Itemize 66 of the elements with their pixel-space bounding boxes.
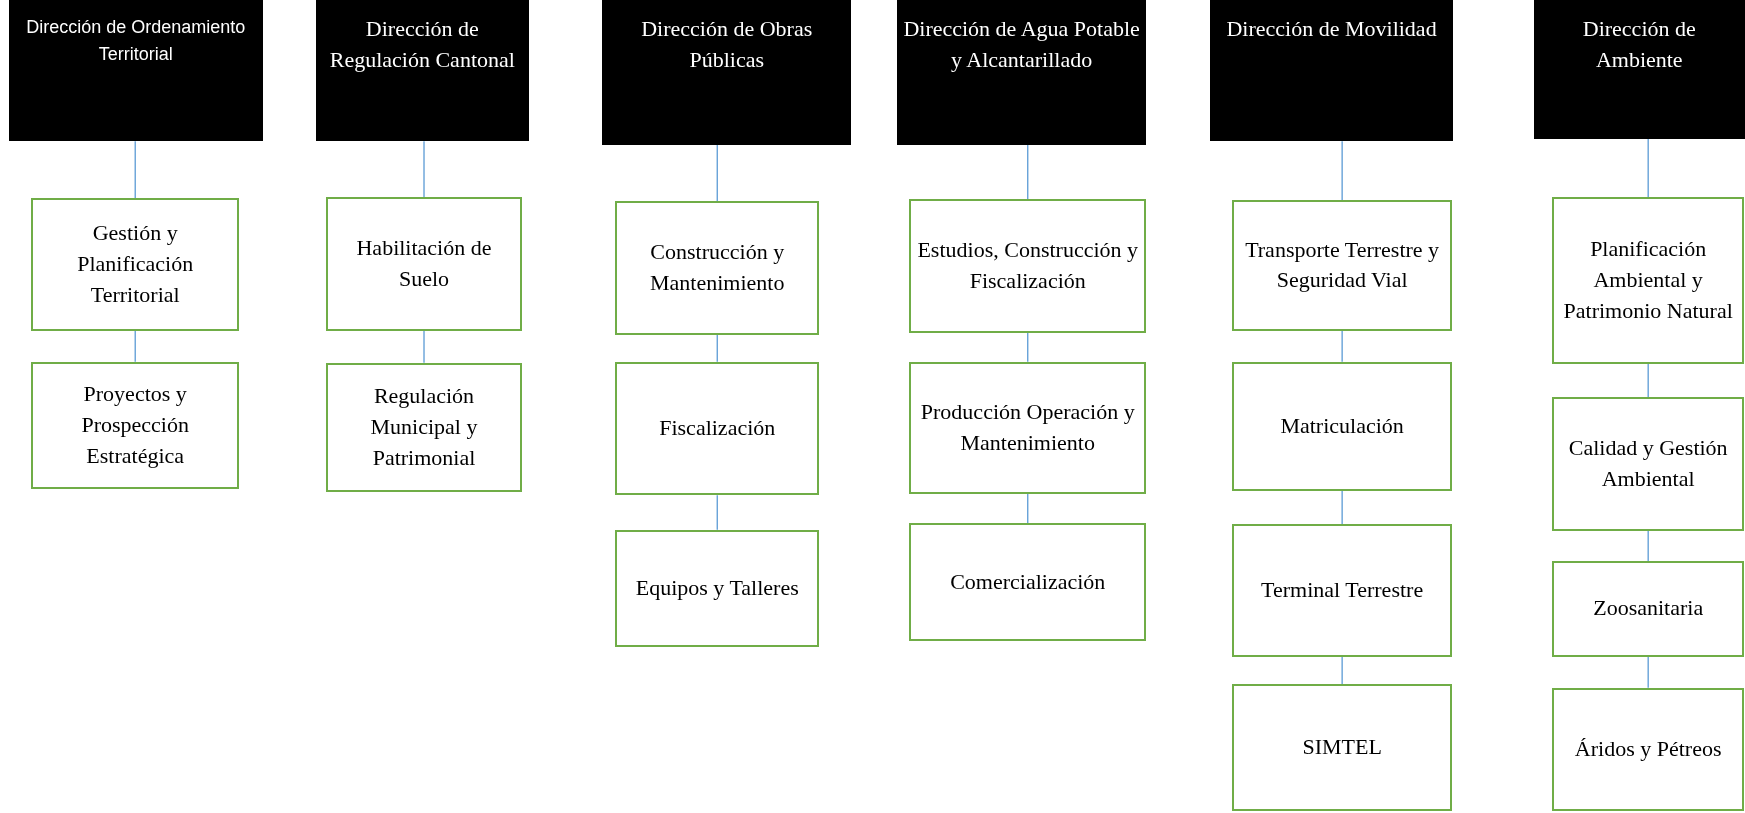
unit-box	[1552, 397, 1744, 531]
box-label: Calidad y Gestión Ambiental	[1567, 434, 1729, 494]
unit-box	[909, 361, 1147, 495]
box-label: Dirección de Regulación Cantonal	[328, 15, 516, 74]
box-label: Producción Operación y Mantenimiento	[919, 398, 1136, 457]
unit-box	[1552, 196, 1744, 364]
box-label: Terminal Terrestre	[1260, 575, 1425, 604]
connector-line	[1027, 493, 1029, 524]
connector-line	[1341, 655, 1343, 686]
unit-box	[1231, 524, 1453, 657]
connector-line	[423, 140, 425, 198]
unit-box	[31, 361, 240, 489]
box-label: Proyectos y Prospección Estratégica	[80, 379, 190, 470]
box-label: Áridos y Pétreos	[1573, 735, 1723, 764]
connector-line	[716, 334, 718, 363]
unit-box	[615, 201, 820, 335]
header-box	[896, 0, 1147, 145]
connector-line	[716, 494, 718, 531]
unit-box	[1231, 684, 1453, 812]
box-label: Dirección de Agua Potable y Alcantarillado	[902, 15, 1141, 74]
box-label: Construcción y Mantenimiento	[649, 238, 786, 298]
connector-line	[1341, 490, 1343, 525]
box-label: SIMTEL	[1301, 733, 1383, 762]
connector-line	[1027, 332, 1029, 363]
unit-box	[1552, 687, 1744, 812]
box-label: Equipos y Talleres	[634, 573, 800, 602]
box-label: Zoosanitaria	[1592, 594, 1705, 623]
box-label: Dirección de Obras Públicas	[640, 15, 814, 74]
unit-box	[326, 196, 522, 331]
box-label: Gestión y Planificación Territorial	[76, 219, 195, 309]
unit-box	[31, 198, 240, 331]
unit-box	[615, 529, 820, 647]
unit-box	[1231, 361, 1453, 491]
box-label: Transporte Terrestre y Seguridad Vial	[1244, 235, 1441, 295]
box-label: Estudios, Construcción y Fiscalización	[916, 236, 1140, 295]
header-box	[8, 0, 263, 142]
header-box	[602, 0, 852, 145]
connector-line	[1647, 138, 1649, 198]
box-label: Dirección de Movilidad	[1225, 15, 1438, 43]
unit-box	[1231, 200, 1453, 331]
connector-line	[716, 144, 718, 203]
unit-box	[615, 361, 820, 496]
connector-line	[1647, 530, 1649, 562]
box-label: Regulación Municipal y Patrimonial	[369, 382, 479, 472]
box-label: Habilitación de Suelo	[355, 233, 493, 293]
box-label: Dirección de Ambiente	[1581, 15, 1697, 74]
unit-box	[909, 199, 1147, 333]
connector-line	[1647, 655, 1649, 689]
connector-line	[134, 140, 136, 199]
header-box	[1533, 0, 1745, 140]
box-label: Fiscalización	[658, 414, 777, 443]
connector-line	[1341, 140, 1343, 201]
connector-line	[1027, 144, 1029, 200]
unit-box	[1552, 560, 1744, 657]
unit-box	[909, 523, 1147, 641]
unit-box	[326, 362, 522, 492]
header-box	[1209, 0, 1454, 142]
connector-line	[134, 329, 136, 363]
box-label: Dirección de Ordenamiento Territorial	[25, 16, 247, 66]
box-label: Matriculación	[1279, 411, 1405, 440]
box-label: Comercialización	[949, 567, 1107, 596]
connector-line	[1341, 329, 1343, 363]
connector-line	[1647, 363, 1649, 398]
header-box	[316, 0, 529, 142]
box-label: Planificación Ambiental y Patrimonio Natural	[1562, 235, 1734, 325]
connector-line	[423, 329, 425, 364]
